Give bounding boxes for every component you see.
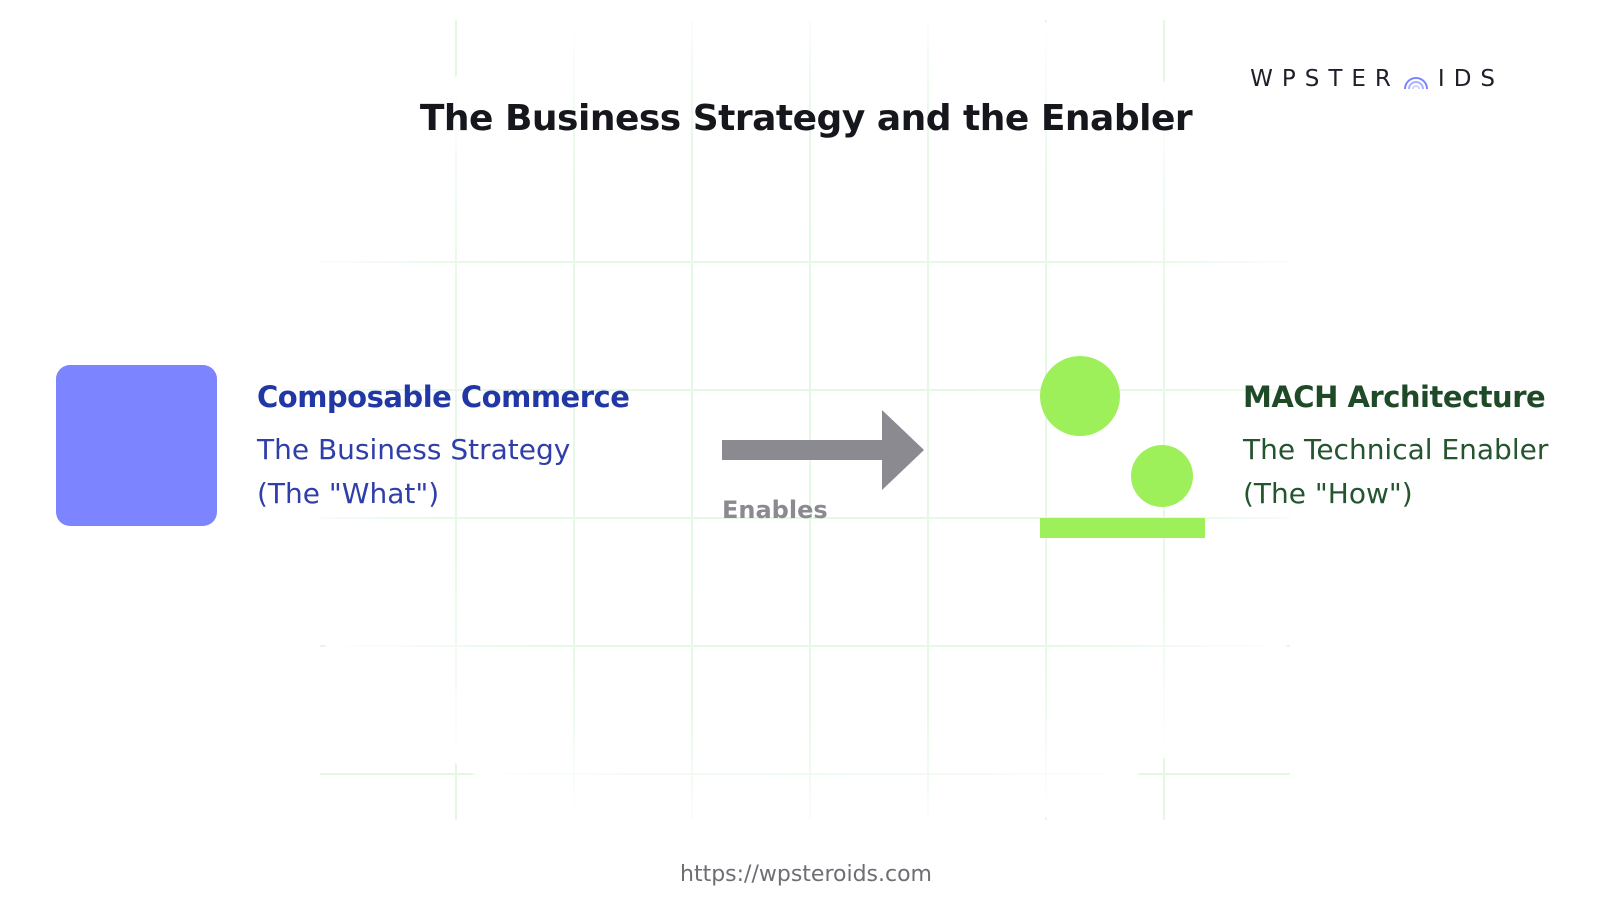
enabler-block: MACH Architecture The Technical Enabler … bbox=[1243, 380, 1548, 516]
enabler-line-1: The Technical Enabler bbox=[1243, 433, 1549, 466]
logo-arc-icon bbox=[1403, 77, 1428, 90]
connector-label: Enables bbox=[722, 496, 828, 524]
logo-text-right: IDS bbox=[1437, 66, 1504, 92]
footer-url[interactable]: https://wpsteroids.com bbox=[680, 862, 932, 887]
strategy-block: Composable Commerce The Business Strateg… bbox=[257, 380, 630, 516]
logo-text-left: WPSTER bbox=[1250, 66, 1400, 92]
enabler-line-2: (The "How") bbox=[1243, 477, 1413, 510]
page-title: The Business Strategy and the Enabler bbox=[419, 98, 1193, 139]
strategy-line-1: The Business Strategy bbox=[257, 433, 571, 466]
strategy-square-icon bbox=[56, 365, 217, 526]
strategy-line-2: (The "What") bbox=[257, 477, 440, 510]
strategy-heading: Composable Commerce bbox=[257, 380, 630, 414]
architecture-shapes-icon bbox=[1040, 356, 1205, 538]
enabler-heading: MACH Architecture bbox=[1243, 380, 1546, 414]
right-arrow-icon bbox=[722, 410, 924, 490]
brand-logo[interactable]: WPSTER IDS bbox=[1250, 66, 1504, 92]
